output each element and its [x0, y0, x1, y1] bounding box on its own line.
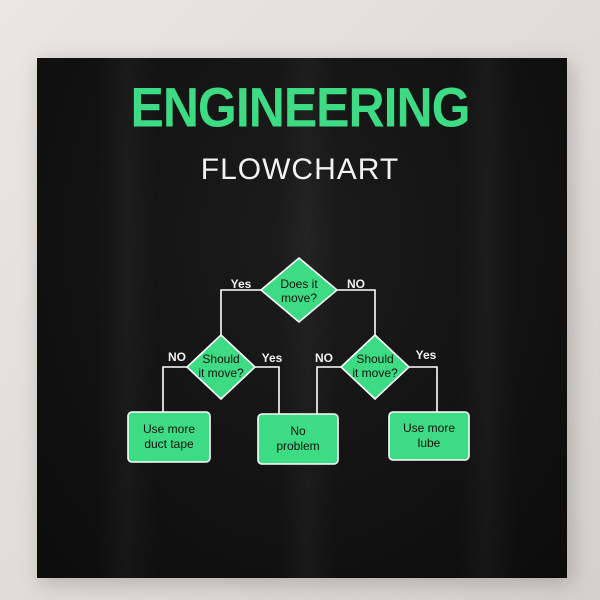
outcome-right-line1: Use more: [403, 421, 455, 435]
edge-label-root-no: NO: [347, 277, 365, 291]
connector-root-right: [337, 289, 376, 335]
outcome-duct-tape: Use more duct tape: [127, 411, 211, 463]
connector-right-left: [316, 366, 341, 414]
decision-root-line1: Does it: [280, 277, 318, 291]
outcome-middle-line1: No: [290, 424, 306, 438]
fabric-fold: [277, 58, 337, 578]
edge-label-root-yes: Yes: [231, 277, 252, 291]
outcome-middle-line2: problem: [276, 439, 319, 453]
decision-left: Should it move?: [185, 333, 257, 401]
edge-label-left-no: NO: [168, 350, 186, 364]
decision-right: Should it move?: [339, 333, 411, 401]
outcome-no-problem: No problem: [257, 413, 339, 465]
edge-label-left-yes: Yes: [262, 351, 283, 365]
outcome-left-line2: duct tape: [144, 437, 194, 451]
decision-root: Does it move?: [259, 256, 339, 324]
decision-left-line1: Should: [202, 352, 239, 366]
fabric-fold: [97, 58, 157, 578]
edge-label-right-no: NO: [315, 351, 333, 365]
outcome-right-line2: lube: [418, 436, 441, 450]
connector-left-right: [255, 366, 280, 414]
decision-root-line2: move?: [281, 291, 317, 305]
outcome-lube: Use more lube: [388, 411, 470, 461]
decision-right-line2: it move?: [352, 366, 398, 380]
connector-right-right: [409, 366, 438, 412]
edge-label-right-yes: Yes: [416, 348, 437, 362]
decision-right-line1: Should: [356, 352, 393, 366]
outcome-left-line1: Use more: [143, 422, 195, 436]
connector-root-left: [220, 289, 261, 335]
connector-left-left: [162, 366, 187, 412]
connectors: [162, 289, 438, 414]
fabric-fold: [457, 58, 517, 578]
decision-left-line2: it move?: [198, 366, 244, 380]
subtitle: FLOWCHART: [200, 153, 400, 186]
title: ENGINEERING: [130, 76, 470, 139]
